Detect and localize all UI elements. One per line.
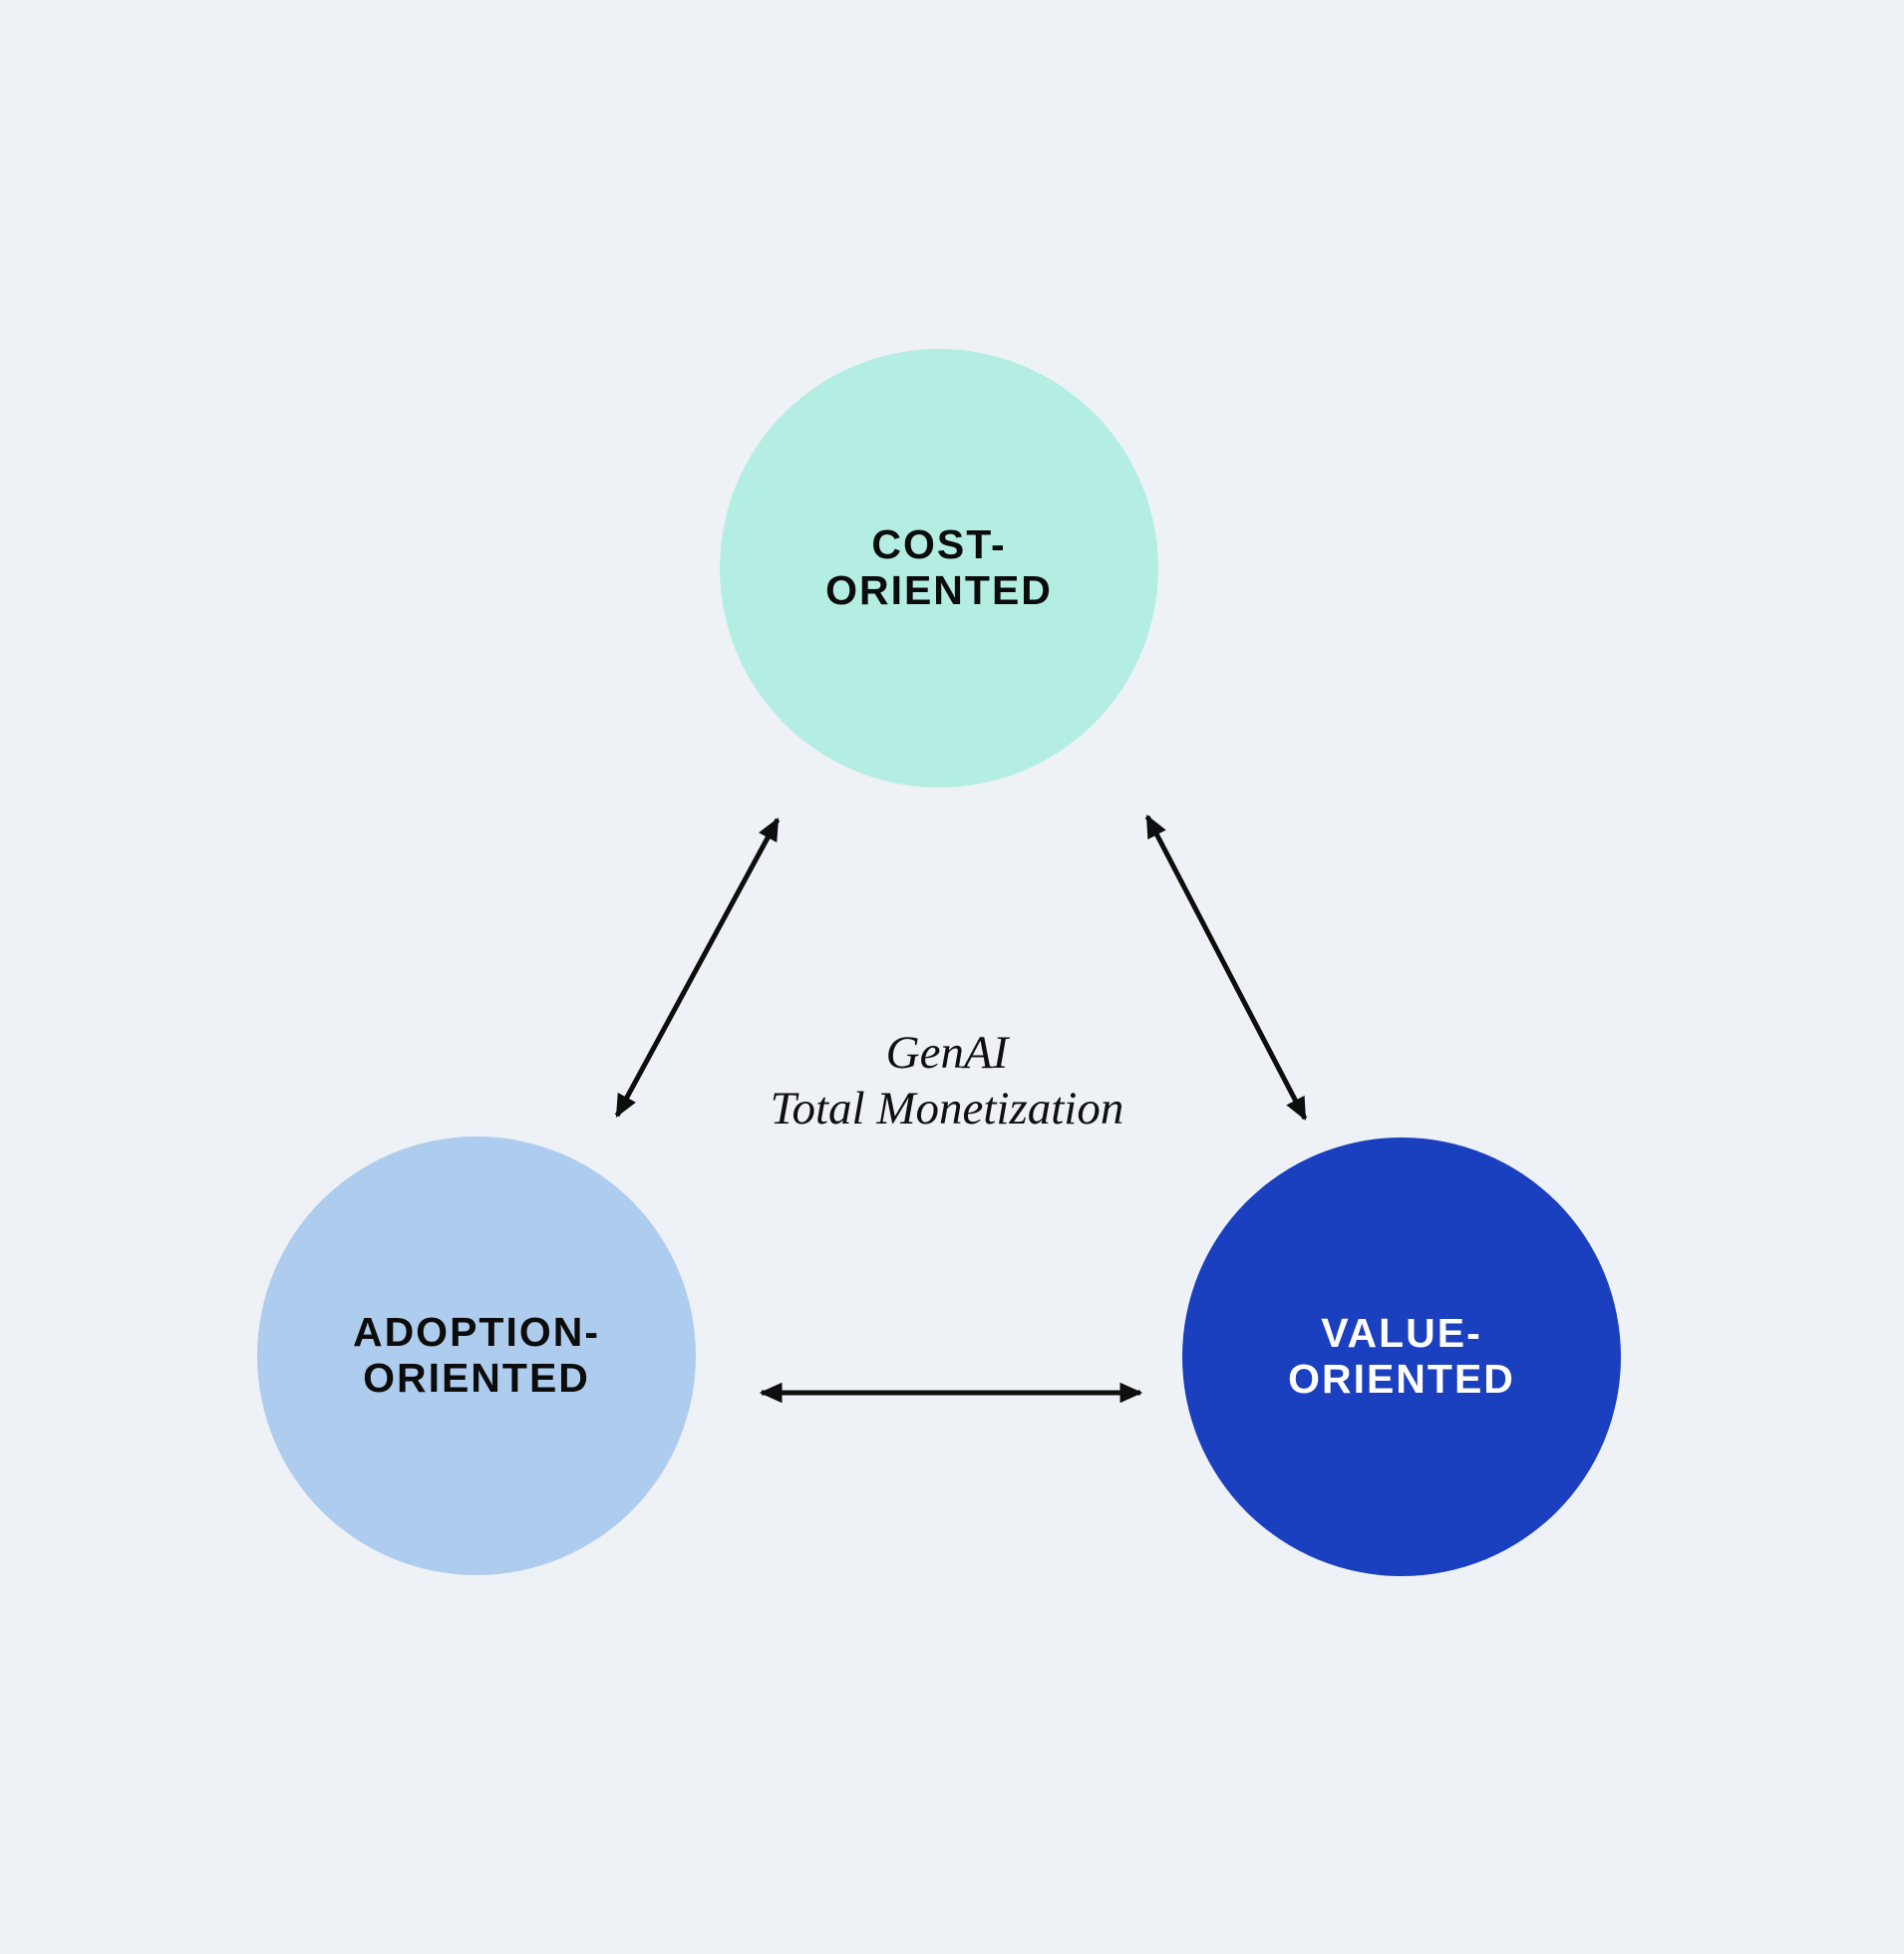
node-cost-oriented: COST- ORIENTED <box>720 349 1158 788</box>
node-adoption-oriented-label-line1: ADOPTION- <box>352 1309 601 1356</box>
node-value-oriented: VALUE- ORIENTED <box>1182 1138 1621 1576</box>
node-cost-oriented-label-line2: ORIENTED <box>825 567 1053 613</box>
node-value-oriented-label: VALUE- ORIENTED <box>1288 1310 1515 1403</box>
node-cost-oriented-label: COST- ORIENTED <box>825 521 1053 614</box>
node-cost-oriented-label-line1: COST- <box>871 521 1007 568</box>
diagram-center-caption: GenAI Total Monetization <box>648 1025 1246 1138</box>
node-adoption-oriented-label-line2: ORIENTED <box>363 1355 590 1401</box>
diagram-center-caption-line2: Total Monetization <box>770 1083 1124 1136</box>
node-value-oriented-label-line1: VALUE- <box>1321 1310 1482 1357</box>
node-adoption-oriented-label: ADOPTION- ORIENTED <box>352 1309 601 1402</box>
node-value-oriented-label-line2: ORIENTED <box>1288 1356 1515 1402</box>
diagram-center-caption-line1: GenAI <box>885 1027 1009 1079</box>
node-adoption-oriented: ADOPTION- ORIENTED <box>257 1137 696 1575</box>
